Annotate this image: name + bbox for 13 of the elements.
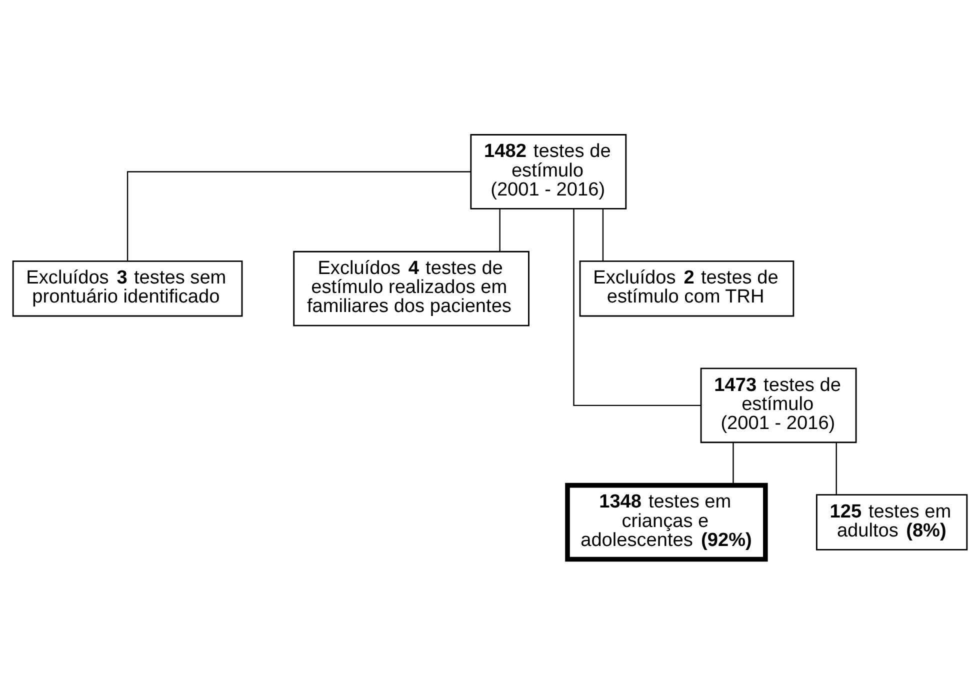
connector [732,442,734,486]
node-box: Excluídos 3 testes sem prontuário identificado [12,260,243,317]
node-box: 1473 testes de estímulo (2001 - 2016) [700,368,857,444]
connector [836,442,837,495]
connector [499,208,500,252]
node-box: Excluídos 4 testes de estímulo realizados em familiares dos pacientes [293,250,530,326]
node-box: 1482 testes de estímulo (2001 - 2016) [470,134,627,210]
connector [602,208,604,262]
node-box: Excluídos 2 testes de estímulo com TRH [579,260,794,317]
connector [126,171,471,261]
connector [573,208,701,406]
node-box: 1348 testes em crianças e adolescentes (92%) [565,482,768,562]
node-box: 125 testes em adultos (8%) [816,494,968,550]
